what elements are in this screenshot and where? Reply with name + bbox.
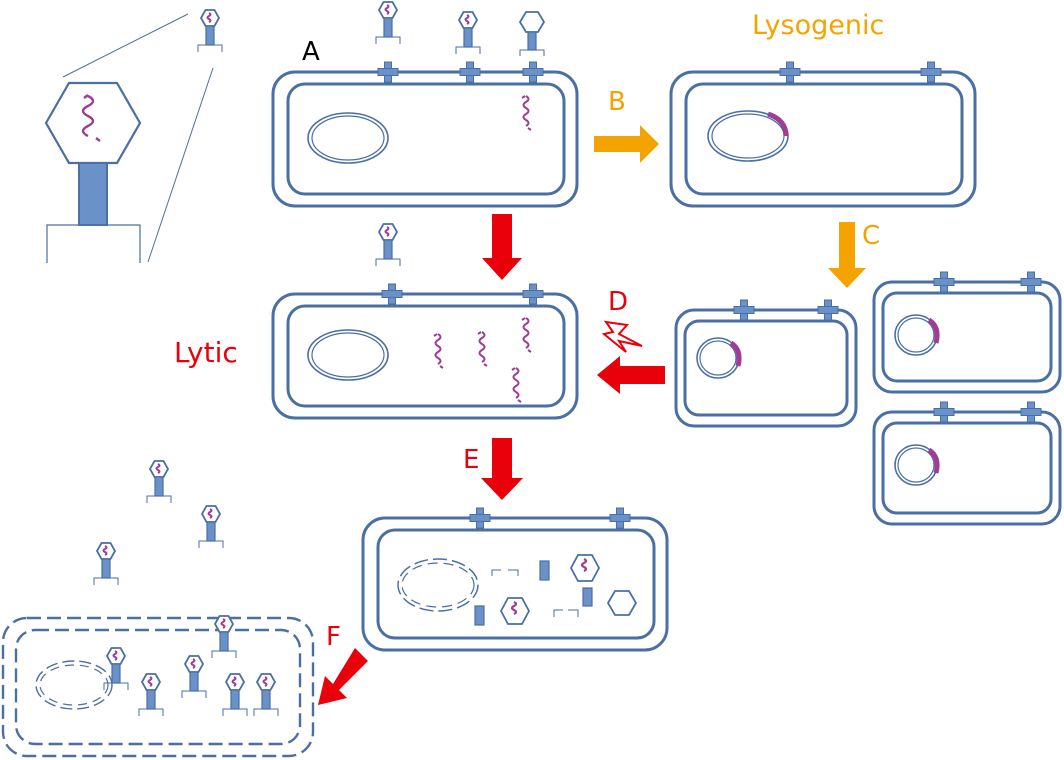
daughter-cell-3 bbox=[872, 401, 1062, 526]
label-d: D bbox=[608, 287, 628, 317]
cell-lytic-replication bbox=[271, 223, 579, 420]
label-f: F bbox=[326, 622, 341, 652]
lightning-icon bbox=[601, 320, 643, 353]
label-lysogenic: Lysogenic bbox=[752, 10, 884, 41]
arrow-c bbox=[828, 222, 866, 288]
daughter-cell-2 bbox=[872, 271, 1062, 394]
cell-assembly bbox=[361, 507, 669, 652]
cell-lysis-release bbox=[1, 615, 315, 758]
cell-lysogenic-prophage bbox=[669, 61, 977, 208]
label-b: B bbox=[608, 87, 626, 117]
arrow-b bbox=[594, 125, 659, 163]
label-c: C bbox=[862, 221, 880, 251]
arrow-e bbox=[481, 438, 523, 500]
label-e: E bbox=[463, 445, 479, 475]
released-phages bbox=[93, 460, 224, 586]
cell-infection bbox=[271, 1, 579, 208]
arrow-lytic-entry bbox=[482, 214, 522, 280]
label-a: A bbox=[302, 37, 320, 67]
phage-zoom-detail bbox=[44, 9, 223, 263]
label-lytic: Lytic bbox=[174, 336, 238, 369]
daughter-cell-1 bbox=[674, 299, 858, 428]
arrow-d bbox=[597, 320, 665, 394]
arrow-f bbox=[318, 648, 368, 705]
